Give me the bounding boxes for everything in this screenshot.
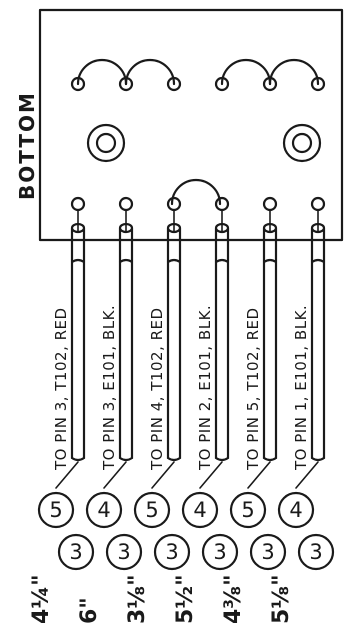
pin-terminal — [310, 196, 326, 212]
wire-lead — [199, 461, 223, 489]
terminal-circle — [229, 491, 267, 529]
mounting-hole-outer — [86, 123, 126, 163]
pin-terminals — [70, 196, 326, 233]
pin-terminal — [214, 196, 230, 212]
wire-length: 5⅛" — [269, 574, 294, 624]
wire-length: 5½" — [173, 574, 198, 624]
wire-lead — [55, 461, 79, 489]
wire-sleeve — [70, 222, 86, 462]
wire-length: 4¼" — [29, 574, 54, 624]
mounting-holes — [86, 123, 322, 163]
wires — [55, 222, 326, 489]
terminal-number: 4 — [289, 498, 302, 522]
wire-lead — [295, 461, 319, 489]
wire-sleeve — [310, 222, 326, 462]
pin-terminal — [118, 196, 134, 212]
terminal-circle — [277, 491, 315, 529]
terminal-circle — [249, 533, 287, 571]
wire-sleeve — [262, 222, 278, 462]
mounting-hole-inner — [291, 132, 313, 154]
pin-terminal — [262, 196, 278, 212]
wire-lead — [151, 461, 175, 489]
wire-label: TO PIN 1, E101, BLK. — [292, 305, 310, 471]
socket-outline — [38, 8, 344, 242]
terminal-circle — [133, 491, 171, 529]
wire-length: 3⅛" — [125, 574, 150, 624]
lug-terminal — [118, 76, 134, 92]
terminal-circle — [37, 491, 75, 529]
wire-length: 4⅜" — [221, 574, 246, 624]
pin-terminal — [70, 196, 86, 212]
mounting-hole-outer — [282, 123, 322, 163]
top-lugs — [70, 58, 326, 92]
terminal-number: 3 — [213, 540, 226, 564]
wire-label: TO PIN 2, E101, BLK. — [196, 305, 214, 471]
lug-terminal — [70, 76, 86, 92]
wire-sleeve — [166, 222, 182, 462]
wire-label: TO PIN 3, T102, RED — [52, 307, 70, 471]
terminal-circle — [201, 533, 239, 571]
lug-terminal — [310, 76, 326, 92]
terminal-circle — [85, 491, 123, 529]
pin-terminal — [166, 196, 182, 212]
lug-terminal — [166, 76, 182, 92]
lug-arc — [220, 58, 272, 86]
terminal-number: 4 — [193, 498, 206, 522]
terminal-number: 3 — [165, 540, 178, 564]
terminal-number: 3 — [117, 540, 130, 564]
terminal-number: 5 — [145, 498, 158, 522]
terminal-circle — [105, 533, 143, 571]
terminal-number: 3 — [261, 540, 274, 564]
lug-arc — [76, 58, 128, 86]
wire-labels: TO PIN 3, T102, RED TO PIN 3, E101, BLK. T… — [52, 305, 310, 471]
terminal-number: 3 — [69, 540, 82, 564]
length-labels: 4¼" 6" 3⅛" 5½" 4⅜" 5⅛" — [29, 574, 294, 624]
wire-sleeve — [118, 222, 134, 462]
terminal-number: 3 — [309, 540, 322, 564]
terminal-circle — [153, 533, 191, 571]
lug-terminal — [214, 76, 230, 92]
wire-length: 6" — [77, 597, 102, 624]
terminal-circle — [57, 533, 95, 571]
wire-lead — [247, 461, 271, 489]
jumper-arc — [170, 178, 222, 206]
wire-label: TO PIN 3, E101, BLK. — [100, 305, 118, 471]
wire-label: TO PIN 5, T102, RED — [244, 307, 262, 471]
terminal-number: 4 — [97, 498, 110, 522]
terminal-number: 5 — [49, 498, 62, 522]
lug-terminal — [262, 76, 278, 92]
socket-body: BOTTOM — [15, 8, 344, 242]
wire-lead — [103, 461, 127, 489]
wire-label: TO PIN 4, T102, RED — [148, 307, 166, 471]
terminal-circle — [297, 533, 335, 571]
lug-arc — [124, 58, 176, 86]
side-label-bottom: BOTTOM — [15, 91, 39, 200]
terminal-circle — [181, 491, 219, 529]
mounting-hole-inner — [95, 132, 117, 154]
wire-sleeve — [214, 222, 230, 462]
terminal-number: 5 — [241, 498, 254, 522]
lug-arc — [268, 58, 320, 86]
